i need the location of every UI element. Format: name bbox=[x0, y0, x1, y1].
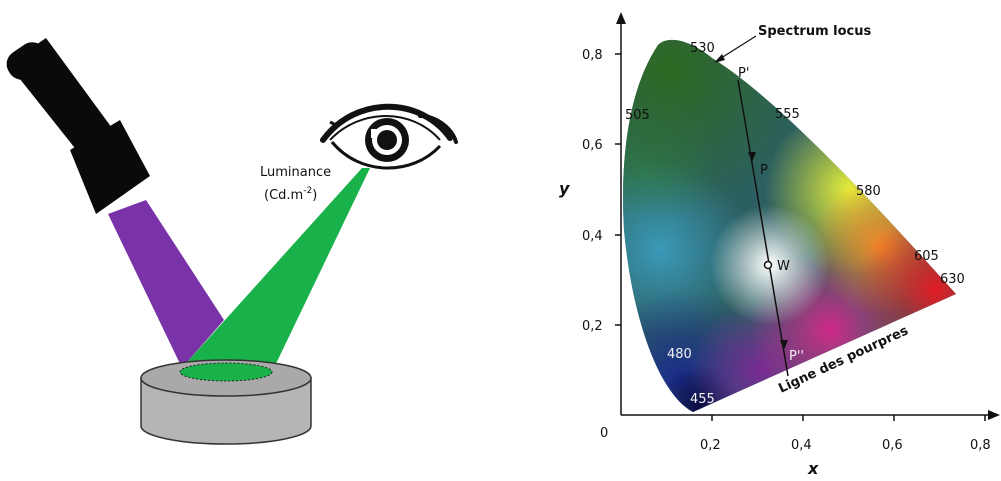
wavelength-label: 480 bbox=[667, 347, 692, 362]
dominant-wavelength-line bbox=[737, 79, 789, 377]
x-tick-label: 0,4 bbox=[791, 438, 812, 453]
luminance-diagram: Luminance (Cd.m-2) bbox=[6, 38, 458, 445]
wavelength-label: 455 bbox=[690, 392, 715, 407]
x-tick-label: 0,6 bbox=[882, 438, 903, 453]
x-axis-label: x bbox=[807, 459, 819, 478]
white-point-label: W bbox=[777, 259, 790, 274]
luminance-unit-label: (Cd.m-2) bbox=[264, 186, 317, 203]
eye-icon bbox=[320, 103, 458, 170]
y-tick-label: 0,4 bbox=[582, 229, 603, 244]
y-axis-label: y bbox=[559, 179, 570, 198]
chart-axes bbox=[615, 12, 1000, 421]
wavelength-label: 530 bbox=[690, 41, 715, 56]
white-point-marker bbox=[763, 260, 773, 270]
chromaticity-diagram: 0,8 0,6 0,4 0,2 0 0,2 0,4 0,6 0,8 y x Sp… bbox=[559, 12, 1000, 478]
reflected-light-beam bbox=[180, 168, 370, 372]
spectrum-locus-label: Spectrum locus bbox=[758, 24, 871, 39]
y-tick-label: 0,8 bbox=[582, 48, 603, 63]
incident-light-beam bbox=[108, 200, 224, 368]
origin-label: 0 bbox=[600, 426, 608, 441]
spectrum-locus-callout: Spectrum locus bbox=[714, 24, 871, 63]
point-p-prime-label: P' bbox=[738, 66, 749, 81]
y-tick-label: 0,6 bbox=[582, 138, 603, 153]
wavelength-label: 555 bbox=[775, 107, 800, 122]
point-p-double-prime-label: P'' bbox=[789, 349, 804, 364]
wavelength-label: 505 bbox=[625, 108, 650, 123]
x-tick-label: 0,2 bbox=[700, 438, 721, 453]
spectrum-locus-area bbox=[623, 39, 956, 412]
wavelength-label: 580 bbox=[856, 184, 881, 199]
point-p-label: P bbox=[760, 163, 768, 178]
wavelength-label: 605 bbox=[914, 249, 939, 264]
y-tick-label: 0,2 bbox=[582, 319, 603, 334]
flashlight-icon bbox=[6, 38, 150, 214]
luminance-label: Luminance bbox=[260, 165, 331, 180]
x-tick-label: 0,8 bbox=[970, 438, 991, 453]
illuminated-spot bbox=[179, 362, 273, 382]
reflecting-surface bbox=[140, 359, 312, 445]
wavelength-label: 630 bbox=[940, 272, 965, 287]
